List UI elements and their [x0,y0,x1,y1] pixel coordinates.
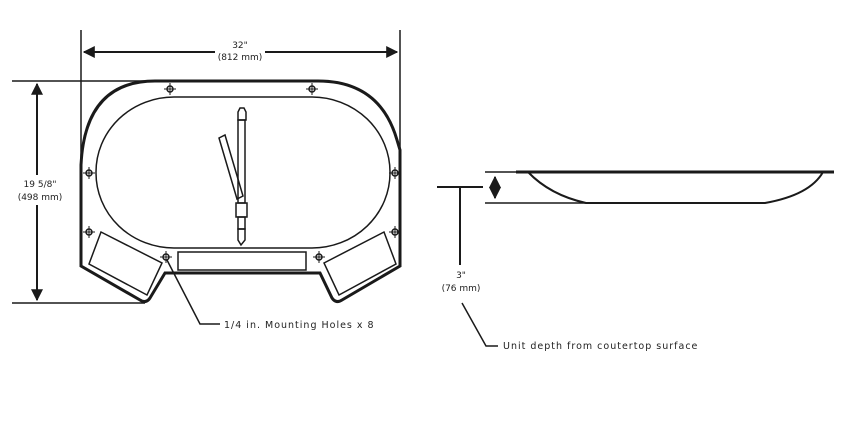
depth-imperial: 3" [456,271,466,281]
mounting-hole-icon [305,82,319,96]
mounting-hole-icon [163,82,177,96]
depth-leader-line [461,302,498,347]
mounting-hole-icon [82,225,96,239]
holes-leader-line [166,259,220,325]
width-imperial: 32" [232,41,248,51]
top-view [12,30,402,325]
mounting-hole-icon [82,166,96,180]
center-slot [177,251,307,271]
width-metric: (812 mm) [218,53,263,63]
holes-note: 1/4 in. Mounting Holes x 8 [224,320,375,331]
basin-profile [527,171,824,204]
side-view [437,170,834,347]
height-metric: (498 mm) [18,193,63,203]
left-bin [88,230,163,297]
right-bin [323,230,397,297]
handle-icon [218,107,248,247]
depth-note: Unit depth from coutertop surface [503,341,698,352]
mounting-hole-icon [312,250,326,264]
unit-outline [79,79,402,304]
height-imperial: 19 5/8" [24,180,57,190]
mounting-hole-icon [159,250,173,264]
depth-metric: (76 mm) [442,284,481,294]
